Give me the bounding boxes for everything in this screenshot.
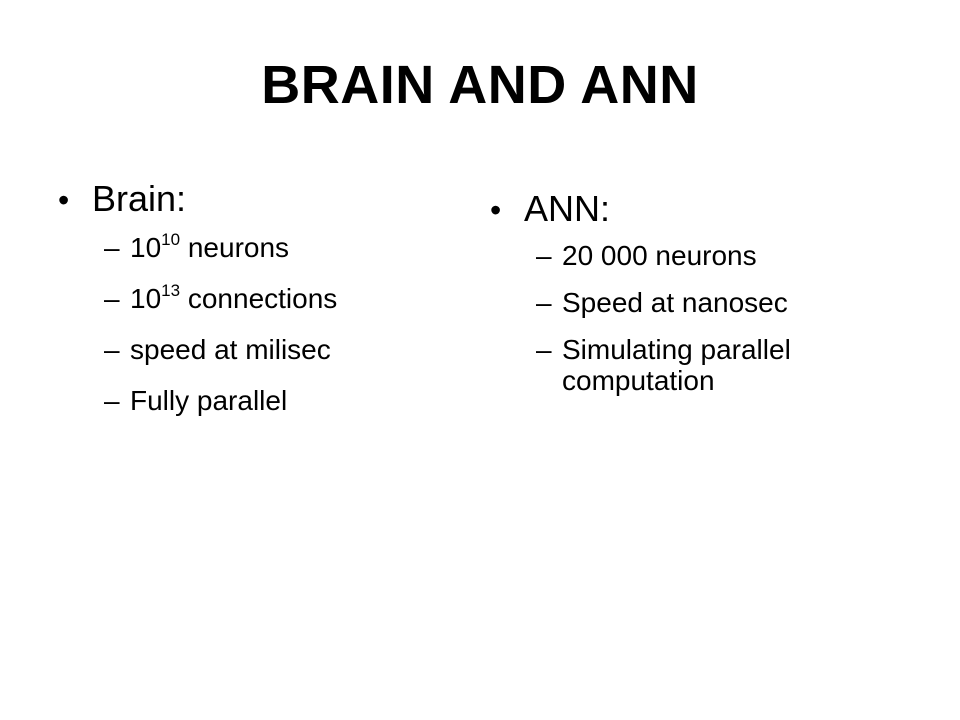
exponent: 10 xyxy=(161,230,181,250)
exponent: 13 xyxy=(161,281,181,301)
ann-bullet: • ANN: xyxy=(490,188,910,229)
list-item: – Fully parallel xyxy=(104,384,458,417)
dash-icon: – xyxy=(104,333,120,365)
item-text: neurons xyxy=(180,232,290,264)
brain-parallel: Fully parallel xyxy=(130,384,288,416)
brain-neurons: 1010 neurons xyxy=(130,230,458,264)
base: 10 xyxy=(130,283,162,315)
dash-icon: – xyxy=(536,240,552,272)
list-item: – speed at milisec xyxy=(104,333,458,366)
list-item: – Speed at nanosec xyxy=(536,287,910,319)
brain-heading: Brain: xyxy=(92,178,187,219)
item-text: connections xyxy=(180,283,338,315)
ann-neurons: 20 000 neurons xyxy=(562,240,757,272)
slide-title: BRAIN AND ANN xyxy=(261,55,699,115)
bullet-icon: • xyxy=(58,182,70,218)
bullet-icon: • xyxy=(490,192,502,228)
brain-list: – 1010 neurons – 1013 connections – spee… xyxy=(104,230,458,417)
brain-speed: speed at milisec xyxy=(130,333,331,365)
ann-speed: Speed at nanosec xyxy=(562,287,788,319)
list-item: – 1010 neurons xyxy=(104,230,458,264)
ann-list: – 20 000 neurons – Speed at nanosec – Si… xyxy=(536,241,910,396)
ann-column: • ANN: – 20 000 neurons – Speed at nanos… xyxy=(490,188,910,413)
dash-icon: – xyxy=(104,232,120,264)
ann-heading: ANN: xyxy=(524,188,611,229)
base: 10 xyxy=(130,232,162,264)
dash-icon: – xyxy=(536,287,552,319)
dash-icon: – xyxy=(104,283,120,315)
ann-simulating: Simulating parallel computation xyxy=(562,333,791,396)
brain-column: • Brain: – 1010 neurons – 1013 connectio… xyxy=(58,178,458,437)
list-item: – Simulating parallel computation xyxy=(536,333,910,397)
list-item: – 1013 connections xyxy=(104,281,458,315)
brain-connections: 1013 connections xyxy=(130,281,458,315)
dash-icon: – xyxy=(104,384,120,416)
list-item: – 20 000 neurons xyxy=(536,241,910,272)
dash-icon: – xyxy=(536,333,552,365)
brain-bullet: • Brain: xyxy=(58,178,458,219)
